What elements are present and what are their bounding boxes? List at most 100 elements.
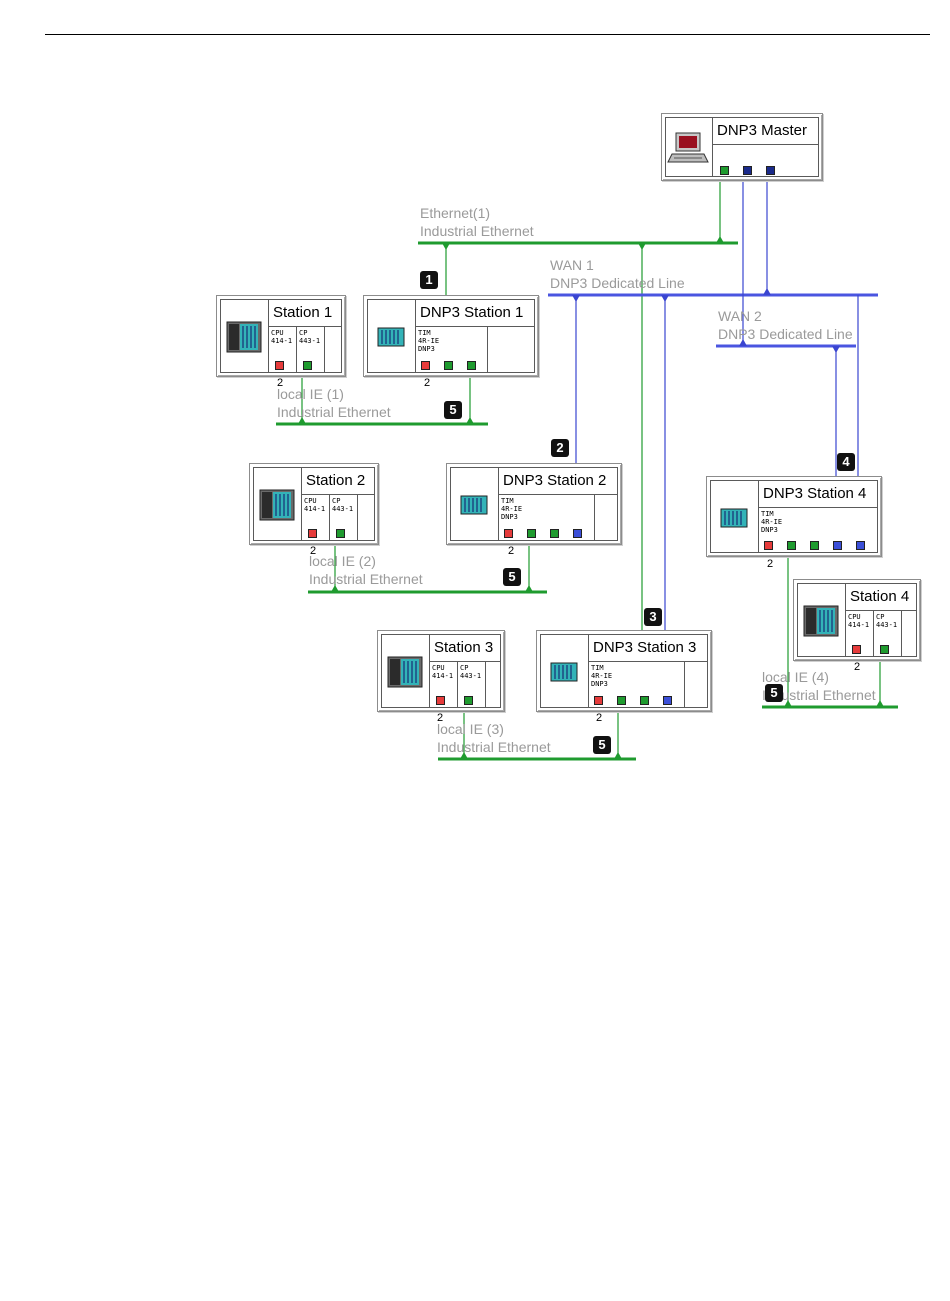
tim-module-icon	[541, 635, 589, 707]
local2-label: local IE (2) Industrial Ethernet	[309, 552, 423, 588]
local3-label: local IE (3) Industrial Ethernet	[437, 720, 551, 756]
port-ethernet[interactable]	[720, 166, 729, 175]
network-type: Industrial Ethernet	[309, 571, 423, 587]
rack-number: 2	[767, 558, 774, 570]
wan2-label: WAN 2 DNP3 Dedicated Line	[718, 307, 853, 343]
local4-label: local IE (4) Industrial Ethernet	[762, 668, 876, 704]
ethernet1-label: Ethernet(1) Industrial Ethernet	[420, 204, 534, 240]
port-ethernet[interactable]	[527, 529, 536, 538]
network-name: local IE (2)	[309, 553, 376, 569]
dnp3-station-2-node[interactable]: DNP3 Station 2 TIM 4R-IE DNP3	[446, 463, 622, 545]
pc-icon	[666, 118, 713, 176]
port-wan[interactable]	[573, 529, 582, 538]
rack-number: 2	[596, 712, 603, 724]
slot-cpu: CPU 414-1	[846, 611, 874, 656]
port-cpu[interactable]	[504, 529, 513, 538]
rack-number: 2	[424, 377, 431, 389]
callout-marker: 3	[644, 608, 662, 626]
network-type: Industrial Ethernet	[420, 223, 534, 239]
node-title: DNP3 Station 1	[416, 300, 534, 327]
port-wan[interactable]	[766, 166, 775, 175]
header-rule	[45, 34, 930, 35]
port-cpu[interactable]	[852, 645, 861, 654]
port-wan[interactable]	[833, 541, 842, 550]
slot-tim: TIM 4R-IE DNP3	[416, 327, 488, 372]
rack-number: 2	[508, 545, 515, 557]
slot-tim: TIM 4R-IE DNP3	[589, 662, 685, 707]
callout-marker: 5	[503, 568, 521, 586]
network-name: WAN 1	[550, 257, 594, 273]
rack-number: 2	[277, 377, 284, 389]
dnp3-station-1-node[interactable]: DNP3 Station 1 TIM 4R-IE DNP3	[363, 295, 539, 377]
node-title: Station 4	[846, 584, 916, 611]
network-type: Industrial Ethernet	[762, 687, 876, 703]
port-wan[interactable]	[663, 696, 672, 705]
callout-marker: 5	[765, 684, 783, 702]
slot-cp: CP 443-1	[297, 327, 325, 372]
port-ethernet[interactable]	[810, 541, 819, 550]
wan1-label: WAN 1 DNP3 Dedicated Line	[550, 256, 685, 292]
node-title: DNP3 Station 2	[499, 468, 617, 495]
slot-tim: TIM 4R-IE DNP3	[761, 510, 783, 534]
dnp3-station-4-node[interactable]: DNP3 Station 4 TIM 4R-IE DNP3	[706, 476, 882, 557]
network-type: Industrial Ethernet	[437, 739, 551, 755]
plc-rack-icon	[254, 468, 302, 540]
node-title: Station 1	[269, 300, 341, 327]
slot-cpu: CPU 414-1	[302, 495, 330, 540]
callout-marker: 5	[444, 401, 462, 419]
network-type: Industrial Ethernet	[277, 404, 391, 420]
plc-rack-icon	[221, 300, 269, 372]
port-wan[interactable]	[743, 166, 752, 175]
plc-rack-icon	[798, 584, 846, 656]
port-ethernet[interactable]	[303, 361, 312, 370]
network-name: local IE (4)	[762, 669, 829, 685]
port-cpu[interactable]	[436, 696, 445, 705]
tim-module-icon	[368, 300, 416, 372]
port-ethernet[interactable]	[550, 529, 559, 538]
node-title: DNP3 Station 3	[589, 635, 707, 662]
port-ethernet[interactable]	[444, 361, 453, 370]
port-ethernet[interactable]	[617, 696, 626, 705]
port-cpu[interactable]	[308, 529, 317, 538]
slot-cpu: CPU 414-1	[430, 662, 458, 707]
slot-cp: CP 443-1	[458, 662, 486, 707]
port-cpu[interactable]	[594, 696, 603, 705]
station-2-node[interactable]: Station 2 CPU 414-1 CP 443-1	[249, 463, 379, 545]
port-ethernet[interactable]	[787, 541, 796, 550]
port-wan[interactable]	[856, 541, 865, 550]
station-4-node[interactable]: Station 4 CPU 414-1 CP 443-1	[793, 579, 921, 661]
port-ethernet[interactable]	[336, 529, 345, 538]
slot-tim: TIM 4R-IE DNP3	[499, 495, 595, 540]
network-type: DNP3 Dedicated Line	[550, 275, 685, 291]
node-title: DNP3 Master	[713, 118, 818, 145]
port-ethernet[interactable]	[640, 696, 649, 705]
network-name: local IE (1)	[277, 386, 344, 402]
dnp3-station-3-node[interactable]: DNP3 Station 3 TIM 4R-IE DNP3	[536, 630, 712, 712]
tim-module-icon	[451, 468, 499, 540]
callout-marker: 2	[551, 439, 569, 457]
network-name: WAN 2	[718, 308, 762, 324]
rack-number: 2	[310, 545, 317, 557]
port-cpu[interactable]	[275, 361, 284, 370]
rack-number: 2	[437, 712, 444, 724]
node-title: Station 3	[430, 635, 500, 662]
plc-rack-icon	[382, 635, 430, 707]
network-name: local IE (3)	[437, 721, 504, 737]
slot-cp: CP 443-1	[874, 611, 902, 656]
port-cpu[interactable]	[764, 541, 773, 550]
local1-label: local IE (1) Industrial Ethernet	[277, 385, 391, 421]
callout-marker: 4	[837, 453, 855, 471]
rack-number: 2	[854, 661, 861, 673]
port-ethernet[interactable]	[880, 645, 889, 654]
station-1-node[interactable]: Station 1 CPU 414-1 CP 443-1	[216, 295, 346, 377]
port-cpu[interactable]	[421, 361, 430, 370]
node-title: Station 2	[302, 468, 374, 495]
station-3-node[interactable]: Station 3 CPU 414-1 CP 443-1	[377, 630, 505, 712]
port-ethernet[interactable]	[467, 361, 476, 370]
network-name: Ethernet(1)	[420, 205, 491, 221]
node-title: DNP3 Station 4	[759, 481, 877, 508]
dnp3-master-node[interactable]: DNP3 Master	[661, 113, 823, 181]
port-ethernet[interactable]	[464, 696, 473, 705]
callout-marker: 1	[420, 271, 438, 289]
